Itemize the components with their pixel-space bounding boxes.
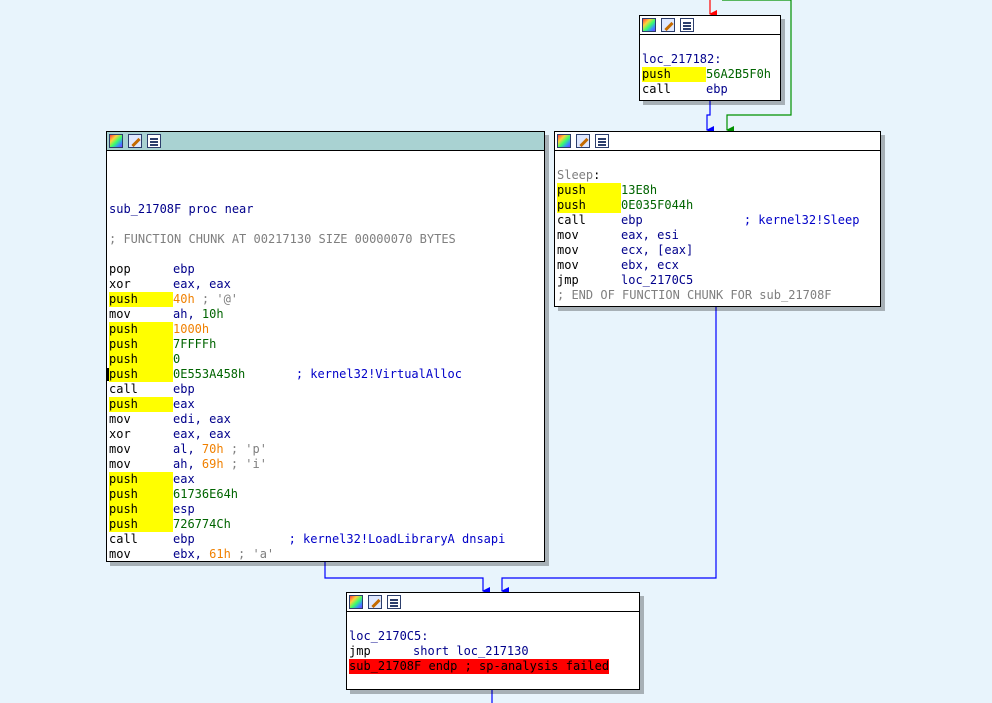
endp-error-line[interactable]: sub_21708F endp ; sp-analysis failed [349, 659, 610, 674]
graph-view-icon[interactable] [595, 134, 609, 148]
edge-blue-sleep-to-loc-2170C5 [501, 306, 717, 595]
color-palette-icon[interactable] [642, 18, 656, 32]
color-palette-icon[interactable] [349, 595, 363, 609]
function-chunk-comment: ; FUNCTION CHUNK AT 00217130 SIZE 000000… [109, 232, 456, 246]
code-block: sub_21708F proc near ; FUNCTION CHUNK AT… [107, 151, 544, 564]
rename-icon[interactable] [368, 595, 382, 609]
block-label[interactable]: loc_217182: [642, 52, 722, 66]
block-label[interactable]: loc_2170C5: [349, 629, 429, 643]
text-cursor [107, 368, 109, 381]
end-chunk-comment: ; END OF FUNCTION CHUNK FOR sub_21708F [557, 288, 832, 302]
rename-icon[interactable] [128, 134, 142, 148]
graph-view-icon[interactable] [680, 18, 694, 32]
proc-declaration[interactable]: sub_21708F proc near [109, 202, 254, 216]
color-palette-icon[interactable] [557, 134, 571, 148]
node-header [347, 593, 639, 612]
color-palette-icon[interactable] [109, 134, 123, 148]
edge-blue-loc-217182-to-sleep [706, 100, 714, 134]
graph-view-icon[interactable] [387, 595, 401, 609]
node-header [640, 16, 780, 35]
node-sub-21708F[interactable]: sub_21708F proc near ; FUNCTION CHUNK AT… [106, 131, 545, 562]
node-header [107, 132, 544, 151]
block-label[interactable]: Sleep: [557, 168, 601, 182]
edge-blue-main-to-loc-2170C5 [324, 561, 490, 595]
graph-view-icon[interactable] [147, 134, 161, 148]
node-header [555, 132, 880, 151]
edge-green-bypass [722, 0, 792, 134]
rename-icon[interactable] [661, 18, 675, 32]
rename-icon[interactable] [576, 134, 590, 148]
